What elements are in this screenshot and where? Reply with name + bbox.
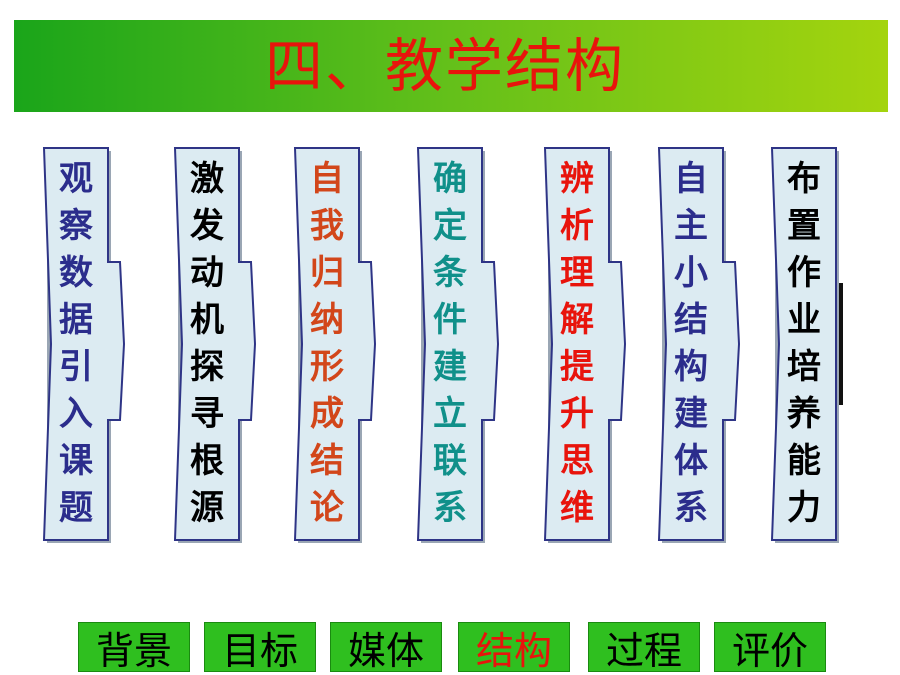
flow-arrow-shape (293, 147, 377, 541)
flow-step-label: 辨析理解提升思维 (560, 159, 594, 528)
nav-bar: 背景目标媒体结构过程评价 (0, 622, 900, 673)
flow-step-label: 确定条件建立联系 (433, 159, 467, 528)
flow-step: 激发动机探寻根源 (175, 148, 239, 540)
nav-button[interactable]: 背景 (78, 622, 190, 673)
nav-button[interactable]: 媒体 (330, 622, 442, 673)
flow-step: 确定条件建立联系 (418, 148, 482, 540)
flow-step-label: 自主小结构建体系 (674, 159, 708, 528)
flow-arrow-shape (770, 147, 837, 541)
flow-step: 自主小结构建体系 (659, 148, 723, 540)
flow-step-label: 自我归纳形成结论 (310, 159, 344, 528)
flow-step-label: 激发动机探寻根源 (190, 159, 224, 528)
nav-button[interactable]: 结构 (458, 622, 570, 673)
nav-button[interactable]: 评价 (714, 622, 826, 673)
flow-step: 布置作业培养能力 (772, 148, 836, 540)
flow-step: 辨析理解提升思维 (545, 148, 609, 540)
nav-button[interactable]: 目标 (204, 622, 316, 673)
flow-arrow-shape (543, 147, 627, 541)
flow-arrow-shape (42, 147, 126, 541)
flow-step: 观察数据引入课题 (44, 148, 108, 540)
nav-button[interactable]: 过程 (588, 622, 700, 673)
title-banner (14, 20, 888, 112)
flow-arrow-shape (173, 147, 257, 541)
page-title: 四、教学结构 (264, 32, 625, 100)
divider-line (839, 283, 843, 405)
flow-arrow-shape (657, 147, 741, 541)
flow-step-label: 布置作业培养能力 (787, 159, 821, 528)
flow-step: 自我归纳形成结论 (295, 148, 359, 540)
flow-step-label: 观察数据引入课题 (59, 159, 93, 528)
flow-arrow-shape (416, 147, 500, 541)
